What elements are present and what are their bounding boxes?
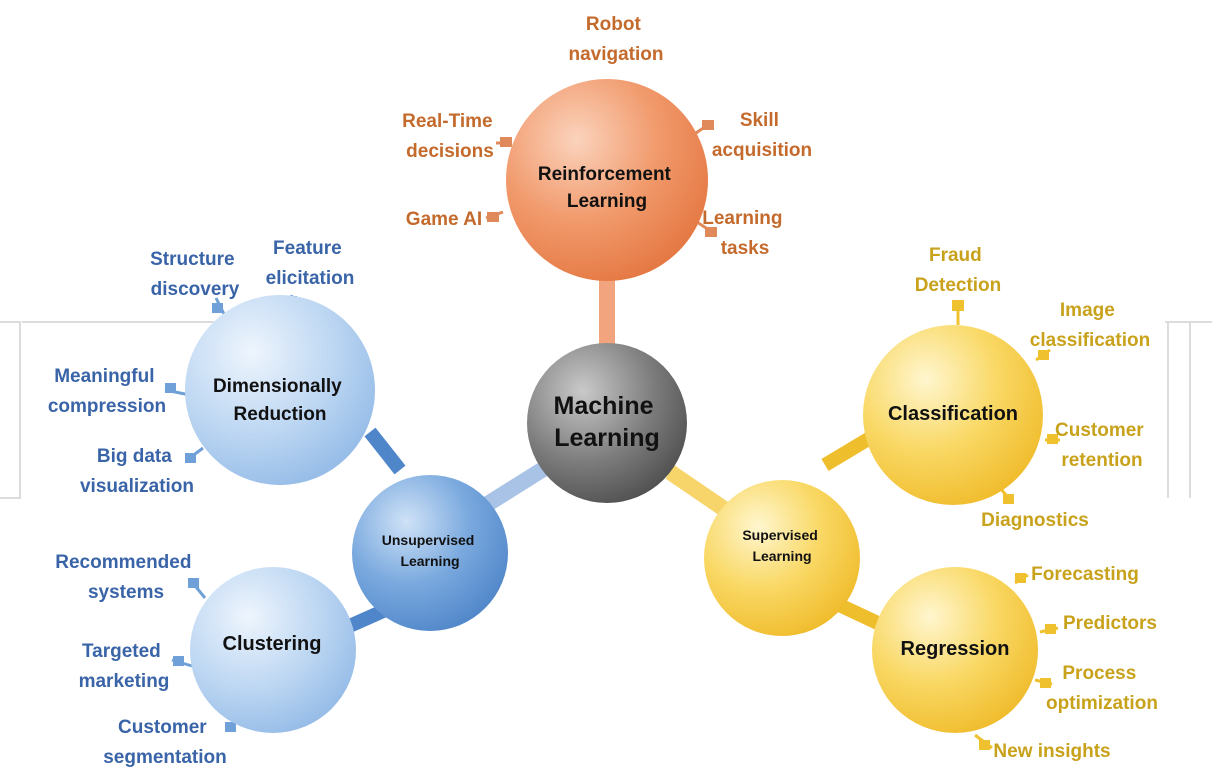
circles (185, 79, 1043, 733)
clustering-label: Clustering (223, 633, 322, 655)
watermark (0, 321, 1212, 499)
leaf-image-classification: Image classification (1030, 300, 1150, 351)
leaf-customer-segmentation: Customer segmentation (103, 717, 227, 768)
supervised-circle (704, 480, 860, 636)
regression-circle (872, 567, 1038, 733)
leaf-fraud-detection: Fraud Detection (915, 245, 1002, 296)
leaf-big-data-visualization: Big data visualization (80, 446, 194, 497)
classification-circle (863, 325, 1043, 505)
reinforcement-circle (506, 79, 708, 281)
classification-label: Classification (888, 403, 1018, 425)
leaf-process-optimization: Process optimization (1046, 663, 1158, 714)
node-labels: Machine Learning Reinforcement Learning … (213, 164, 1018, 660)
leaf-learning-tasks: Learning tasks (702, 208, 788, 259)
supervised-label: Supervised Learning (742, 527, 821, 564)
leaf-real-time-decisions: Real-Time decisions (402, 111, 498, 162)
leaf-skill-acquisition: Skill acquisition (712, 110, 812, 161)
supervised-leaves: Fraud Detection Image classification Cus… (915, 245, 1158, 762)
leaf-diagnostics: Diagnostics (981, 510, 1089, 531)
leaf-feature-elicitation: Feature elicitation (266, 238, 355, 289)
leaf-targeted-marketing: Targeted marketing (79, 641, 170, 692)
leaf-forecasting: Forecasting (1031, 564, 1139, 585)
leaf-new-insights: New insights (993, 741, 1110, 762)
reinforcement-label: Reinforcement Learning (538, 164, 676, 212)
regression-label: Regression (901, 638, 1010, 660)
clustering-circle (190, 567, 356, 733)
unsupervised-leaves: Structure discovery Feature elicitation … (48, 238, 354, 768)
leaf-structure-discovery: Structure discovery (150, 249, 240, 300)
reinforcement-leaves: Robot navigation Real-Time decisions Ski… (402, 14, 812, 259)
dimensionality-label: Dimensionally Reduction (213, 376, 347, 425)
connector-dimensionality (364, 427, 406, 475)
leaf-robot-navigation: Robot navigation (568, 14, 663, 65)
leaf-predictors: Predictors (1063, 613, 1157, 634)
leaf-recommended-systems: Recommended systems (55, 552, 196, 603)
unsupervised-label: Unsupervised Learning (382, 532, 478, 569)
unsupervised-circle (352, 475, 508, 631)
leaf-customer-retention: Customer retention (1055, 420, 1149, 471)
leaf-game-ai: Game AI (406, 209, 482, 230)
machine-learning-circle (527, 343, 687, 503)
machine-learning-label: Machine Learning (554, 392, 661, 452)
leaf-meaningful-compression: Meaningful compression (48, 366, 166, 417)
dimensionality-circle (185, 295, 375, 485)
